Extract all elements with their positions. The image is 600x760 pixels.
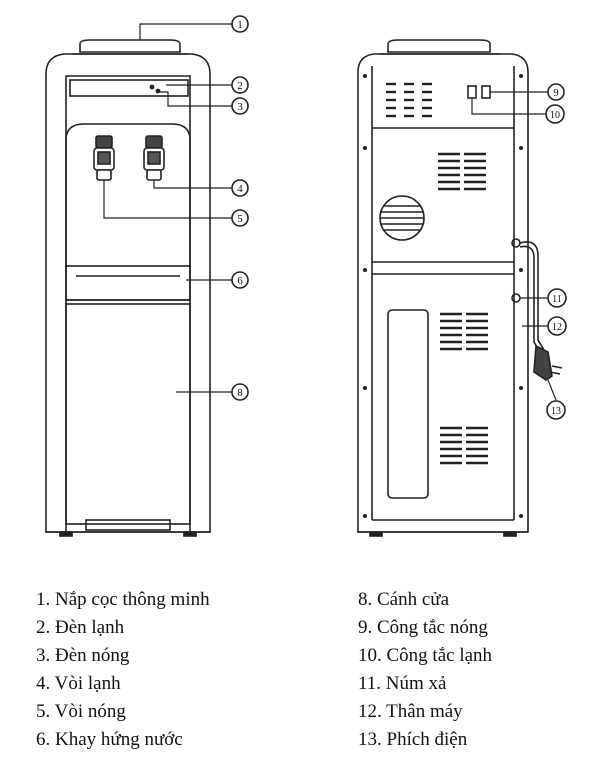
back-body [357, 53, 529, 533]
callout-10: 10 [545, 104, 565, 124]
svg-text:4: 4 [237, 183, 243, 195]
legend-item-door: 8. Cánh cửa [358, 589, 450, 610]
legend-item-hot-light: 3. Đèn nóng [36, 645, 130, 666]
legend-item-hot-tap: 5. Vòi nóng [36, 701, 126, 722]
callout-2: 2 [231, 76, 249, 94]
legend-item-power-plug: 13. Phích điện [358, 729, 468, 750]
callout-12: 12 [547, 316, 567, 336]
cold-light [149, 84, 155, 90]
hot-tap [143, 135, 165, 181]
callouts: 1 2 3 4 5 6 8 9 [231, 15, 567, 420]
front-lid [79, 39, 181, 53]
svg-text:3: 3 [237, 101, 243, 113]
svg-text:6: 6 [237, 275, 243, 287]
svg-text:12: 12 [552, 322, 562, 333]
legend-right: 8. Cánh cửa 9. Công tắc nóng 10. Công tắ… [358, 586, 492, 754]
legend-item-drain-knob: 11. Núm xả [358, 673, 447, 694]
legend-item-cold-light: 2. Đèn lạnh [36, 617, 125, 638]
svg-text:11: 11 [552, 294, 562, 305]
callout-6: 6 [231, 271, 249, 289]
svg-text:10: 10 [550, 110, 560, 121]
callout-9: 9 [547, 83, 565, 101]
front-view [45, 39, 211, 537]
svg-text:1: 1 [237, 19, 243, 31]
callout-11: 11 [547, 288, 567, 308]
svg-text:5: 5 [237, 213, 243, 225]
svg-text:8: 8 [237, 387, 243, 399]
back-view [357, 39, 563, 537]
hot-switch [467, 85, 477, 99]
fan [379, 195, 425, 241]
cold-tap [93, 135, 115, 181]
callout-13: 13 [546, 400, 566, 420]
svg-text:13: 13 [551, 406, 561, 417]
back-window [387, 309, 429, 499]
callout-1: 1 [231, 15, 249, 33]
legend-item-cold-tap: 4. Vòi lạnh [36, 673, 121, 694]
legend-item-drip-tray: 6. Khay hứng nước [36, 729, 183, 750]
callout-4: 4 [231, 179, 249, 197]
vent-grilles [386, 82, 488, 465]
leader-lines [103, 23, 557, 401]
callout-8: 8 [231, 383, 249, 401]
legend-item-smart-lid: 1. Nắp cọc thông minh [36, 589, 210, 610]
svg-text:9: 9 [553, 87, 559, 99]
svg-text:2: 2 [237, 80, 243, 92]
legend-item-body: 12. Thân máy [358, 701, 463, 722]
legend-item-cold-switch: 10. Công tắc lạnh [358, 645, 493, 666]
back-lid [387, 39, 491, 53]
callout-3: 3 [231, 97, 249, 115]
power-cord [511, 238, 563, 381]
tap-recess [65, 123, 191, 266]
legend-item-hot-switch: 9. Công tắc nóng [358, 617, 488, 638]
water-dispenser-diagram: 1 2 3 4 5 6 8 9 [45, 15, 567, 537]
cold-switch [481, 85, 491, 99]
legend-left: 1. Nắp cọc thông minh 2. Đèn lạnh 3. Đèn… [36, 586, 210, 754]
front-indicator-panel [69, 79, 189, 97]
callout-5: 5 [231, 209, 249, 227]
front-body [45, 53, 211, 533]
front-door [65, 303, 191, 525]
drip-tray [65, 265, 191, 301]
